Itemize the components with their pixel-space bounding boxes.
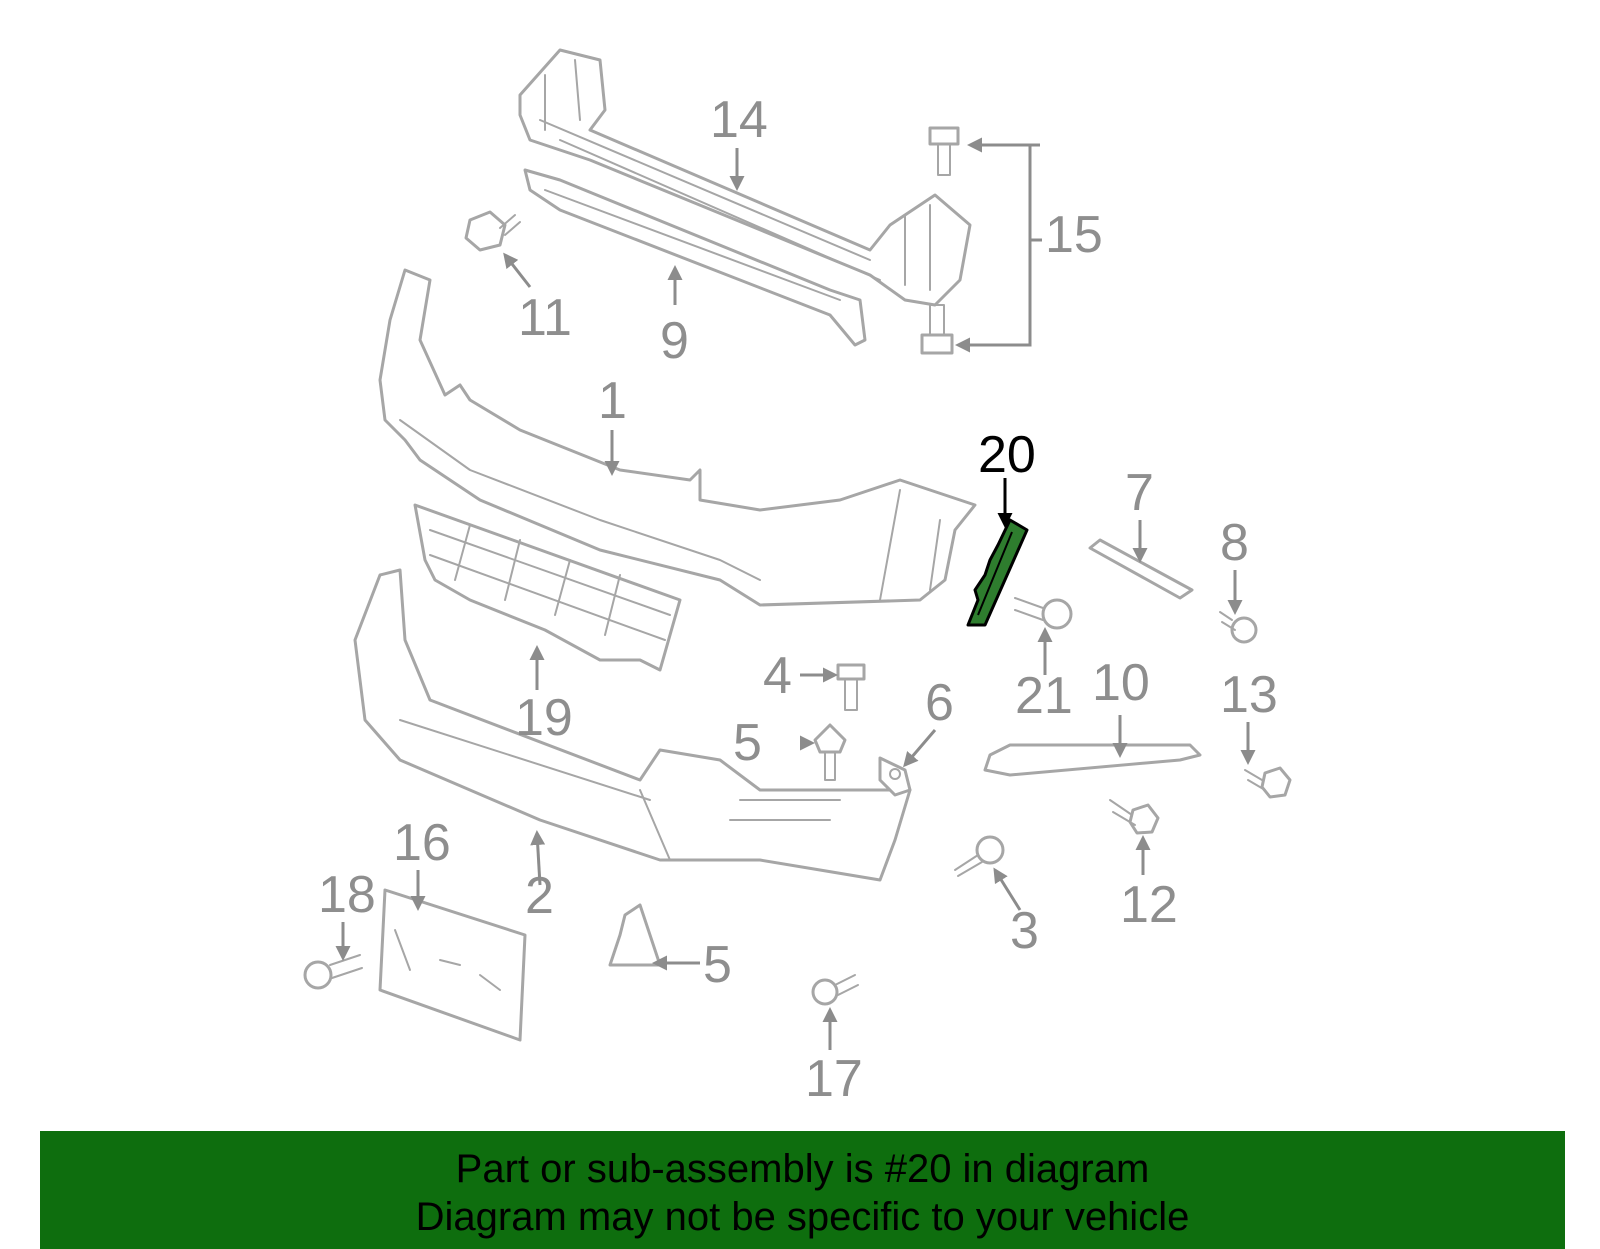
- callout-9: 9: [660, 312, 689, 370]
- callout-15: 15: [1045, 206, 1103, 264]
- part-20-bracket-highlighted: [966, 518, 1029, 627]
- callout-4: 4: [763, 647, 792, 705]
- callout-13: 13: [1220, 666, 1278, 724]
- part-5-clip-lower: [608, 903, 662, 967]
- part-21-bolt: [1014, 597, 1073, 630]
- callout-7: 7: [1125, 464, 1154, 522]
- part-5-clip-upper: [813, 723, 847, 781]
- part-1-bumper-cover: [378, 268, 977, 607]
- part-10-garnish: [983, 743, 1202, 777]
- part-6-nut: [878, 756, 912, 797]
- callout-labels: 14 15 11 9 1 20 7 8 4 21 10 13 6 19 5 16…: [318, 91, 1278, 1108]
- callout-3: 3: [1010, 902, 1039, 960]
- leader-lines: [335, 137, 1256, 1050]
- callout-18: 18: [318, 866, 376, 924]
- callout-21: 21: [1015, 667, 1073, 725]
- callout-11: 11: [518, 289, 572, 347]
- callout-12: 12: [1120, 876, 1178, 934]
- part-17-bolt: [811, 974, 859, 1006]
- part-3-bolt: [954, 835, 1005, 877]
- callout-5-lower: 5: [703, 936, 732, 994]
- callout-1: 1: [598, 372, 627, 430]
- part-7-strip: [1088, 538, 1194, 600]
- part-8-bolt: [1219, 611, 1258, 644]
- callout-10: 10: [1092, 654, 1150, 712]
- info-banner: Part or sub-assembly is #20 in diagram D…: [40, 1131, 1565, 1249]
- callout-19: 19: [515, 689, 573, 747]
- part-2-lower-bumper: [353, 568, 912, 882]
- callout-5-upper: 5: [733, 714, 762, 772]
- banner-line-disclaimer: Diagram may not be specific to your vehi…: [415, 1195, 1190, 1239]
- callout-20: 20: [978, 426, 1036, 484]
- part-18-bolt: [303, 954, 363, 990]
- part-11-bolt: [464, 210, 521, 252]
- part-15-bolts: [920, 126, 960, 355]
- part-4-bolt: [836, 663, 866, 711]
- part-14-reinforcement-beam: [518, 48, 972, 307]
- banner-line-part: Part or sub-assembly is #20 in diagram: [455, 1147, 1150, 1191]
- part-13-bolt: [1244, 766, 1292, 799]
- part-12-bolt: [1109, 799, 1160, 835]
- part-19-grille: [413, 503, 682, 672]
- callout-14: 14: [710, 91, 768, 149]
- part-9-absorber: [523, 168, 867, 347]
- callout-17: 17: [805, 1050, 863, 1108]
- callout-8: 8: [1220, 514, 1249, 572]
- callout-2: 2: [525, 867, 554, 925]
- part-16-license-bracket: [378, 888, 527, 1042]
- callout-16: 16: [393, 814, 451, 872]
- callout-6: 6: [925, 674, 954, 732]
